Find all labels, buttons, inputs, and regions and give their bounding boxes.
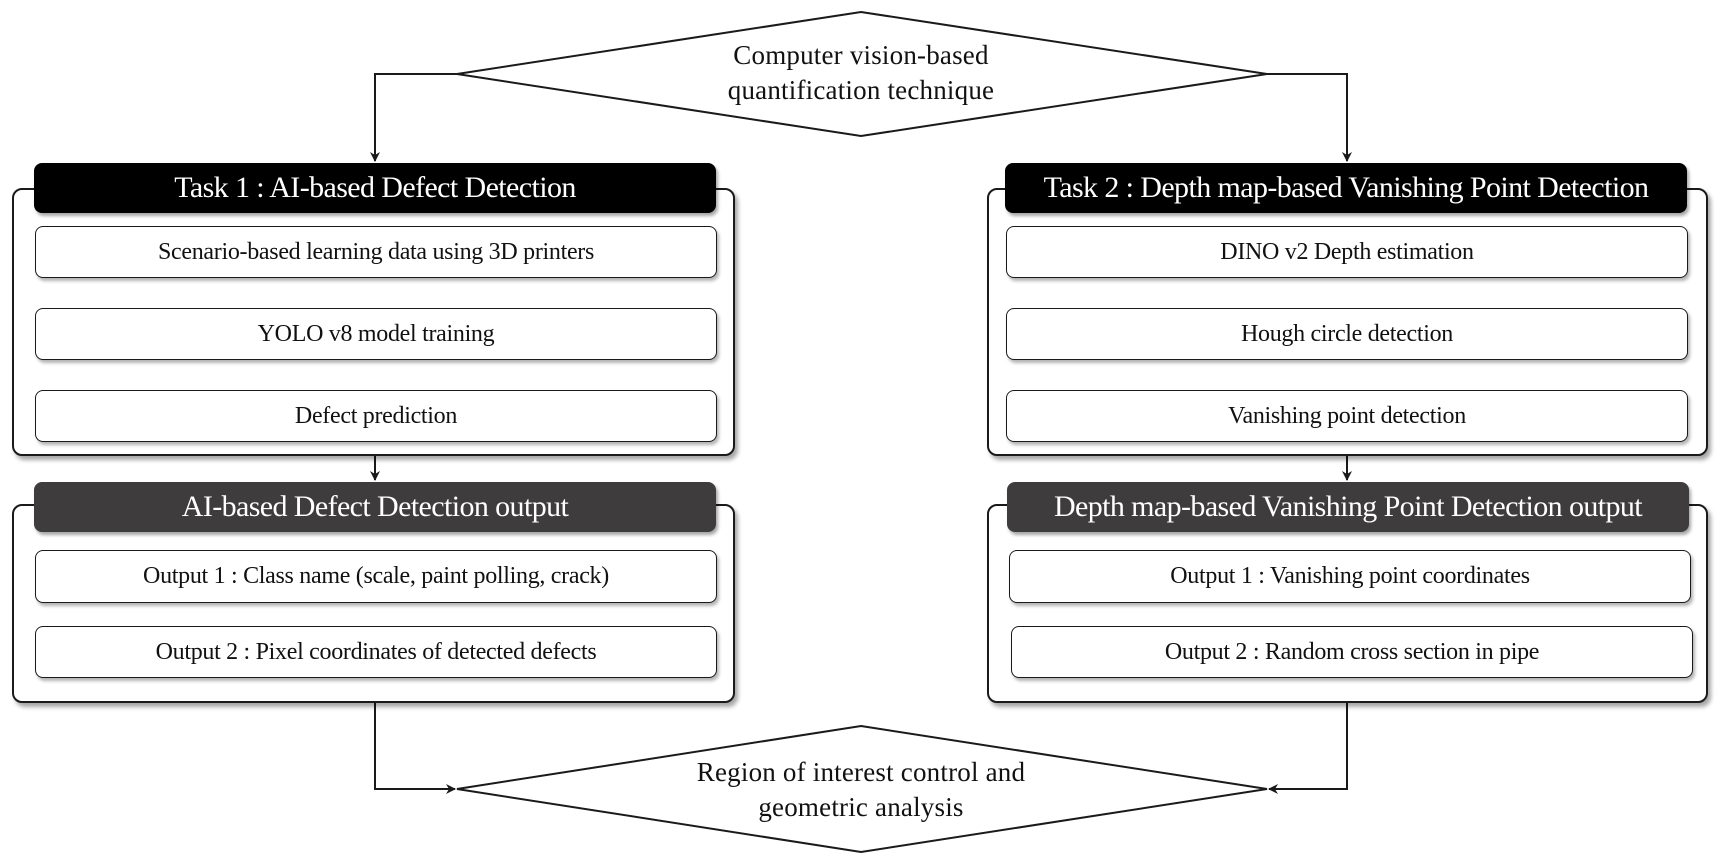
task1-step-1: Scenario-based learning data using 3D pr… — [35, 226, 717, 278]
bottom-decision-line1: Region of interest control and — [696, 757, 1026, 787]
arrow-output1-to-bottom — [374, 703, 456, 794]
task1-output-item-1: Output 1 : Class name (scale, paint poll… — [35, 550, 717, 603]
top-decision-label: Computer vision-based quantification tec… — [611, 38, 1111, 108]
bottom-decision-diamond — [456, 724, 1268, 854]
task1-step-3: Defect prediction — [35, 390, 717, 442]
bottom-decision-line2: geometric analysis — [758, 792, 964, 822]
arrow-top-to-task1 — [370, 73, 457, 162]
task1-output-header: AI-based Defect Detection output — [34, 482, 716, 532]
top-decision-diamond — [456, 10, 1268, 138]
task1-step-2: YOLO v8 model training — [35, 308, 717, 360]
task2-step-3: Vanishing point detection — [1006, 390, 1688, 442]
task2-step-1: DINO v2 Depth estimation — [1006, 226, 1688, 278]
task2-output-header: Depth map-based Vanishing Point Detectio… — [1007, 482, 1689, 532]
arrow-output2-to-bottom — [1268, 703, 1348, 794]
task1-header: Task 1 : AI-based Defect Detection — [34, 163, 716, 213]
task2-output-item-2: Output 2 : Random cross section in pipe — [1011, 626, 1693, 678]
bottom-decision-label: Region of interest control and geometric… — [611, 755, 1111, 825]
task1-output-item-2: Output 2 : Pixel coordinates of detected… — [35, 626, 717, 678]
arrow-top-to-task2 — [1267, 73, 1352, 162]
top-decision-line1: Computer vision-based — [733, 40, 989, 70]
task2-step-2: Hough circle detection — [1006, 308, 1688, 360]
task2-header: Task 2 : Depth map-based Vanishing Point… — [1005, 163, 1687, 213]
top-decision-line2: quantification technique — [727, 75, 995, 105]
task2-output-item-1: Output 1 : Vanishing point coordinates — [1009, 550, 1691, 603]
